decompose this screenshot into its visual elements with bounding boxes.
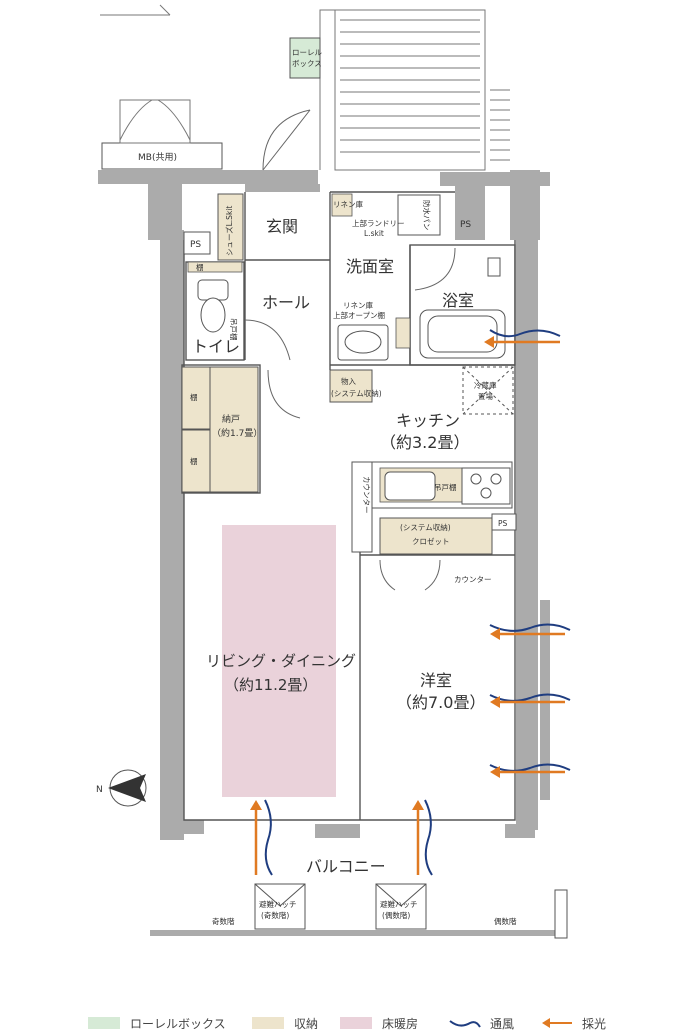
- balcony-label: バルコニー: [306, 857, 386, 876]
- odd-floor-label: 奇数階: [212, 916, 235, 926]
- colored-areas: [181, 37, 493, 797]
- linen-label: リネン庫: [333, 199, 363, 209]
- living-size: （約11.2畳）: [224, 676, 317, 694]
- floor-heating-swatch: [340, 1017, 372, 1029]
- ps-label-1: PS: [190, 240, 201, 250]
- toilet-shelf: [187, 261, 243, 273]
- hatch-right-1: 避難ハッチ: [380, 899, 418, 909]
- shelf-label-3: 棚: [190, 456, 198, 466]
- hatch-left-1: 避難ハッチ: [259, 899, 297, 909]
- mb-label: MB(共用): [138, 152, 177, 163]
- legend-wind-label: 通風: [490, 1016, 515, 1031]
- living-label: リビング・ダイニング: [206, 652, 356, 670]
- western-room-label: 洋室: [420, 671, 452, 690]
- legend-storage: 収納: [252, 1012, 318, 1034]
- ventilation-arrows: [264, 329, 571, 876]
- legend-light-label: 採光: [582, 1016, 607, 1031]
- hanging-shelf-2: 吊戸棚: [434, 482, 457, 492]
- storage-label-1: 物入: [341, 376, 356, 386]
- closet-storage-top: [181, 366, 211, 430]
- wardrobe-storage: [379, 517, 493, 555]
- kitchen-size: （約3.2畳）: [380, 433, 469, 452]
- washroom-label: 洗面室: [346, 257, 394, 276]
- bathroom-label: 浴室: [442, 291, 474, 310]
- legend-floor-heating: 床暖房: [340, 1012, 418, 1034]
- counter-label: カウンター: [454, 575, 492, 584]
- shelf-label-2: 棚: [190, 392, 198, 402]
- legend-floor-heating-label: 床暖房: [382, 1016, 419, 1031]
- legend-laurel-box: ローレルボックス: [88, 1012, 226, 1034]
- storage-label-2: (システム収納): [331, 388, 382, 398]
- closet-label: 納戸: [222, 413, 240, 425]
- hanging-shelf-1: 吊戸棚: [229, 318, 239, 341]
- hatch-right-2: (偶数階): [382, 910, 410, 920]
- floor-heating-area: [222, 525, 336, 797]
- legend-storage-label: 収納: [294, 1016, 319, 1031]
- legend-wind: 通風: [448, 1012, 514, 1034]
- fridge-label-1: 冷蔵庫: [474, 380, 497, 390]
- room-labels: 玄関 ホール トイレ 洗面室 浴室 キッチン （約3.2畳） リビング・ダイニン…: [96, 48, 517, 926]
- kitchen-label: キッチン: [396, 411, 460, 430]
- stairwell: [100, 4, 510, 171]
- fixtures: [150, 194, 568, 939]
- north-label: N: [96, 785, 103, 795]
- laurel-box: [289, 37, 321, 79]
- walls: [98, 170, 550, 840]
- linen-upper-1: リネン庫: [343, 300, 373, 310]
- legend: ローレルボックス 収納 床暖房 通風 採光: [0, 1012, 680, 1034]
- upper-laundry-1: 上部ランドリー: [352, 218, 405, 228]
- daylight-arrows: [250, 336, 565, 875]
- mb-box: [101, 99, 223, 170]
- upper-laundry-2: L.skit: [364, 229, 384, 238]
- linen-upper-2: 上部オープン棚: [333, 310, 385, 320]
- laurel-label-2: ボックス: [292, 59, 322, 68]
- toilet-label: トイレ: [192, 337, 240, 356]
- laurel-box-swatch: [88, 1017, 120, 1029]
- hatch-left-2: (奇数階): [261, 910, 289, 920]
- linen-upper-shelf: [395, 317, 411, 349]
- light-arrow-icon: [542, 1018, 572, 1028]
- hall-label: ホール: [262, 293, 310, 312]
- ps-label-3: PS: [498, 519, 508, 528]
- closet-wardrobe-label: クロゼット: [412, 536, 450, 546]
- even-floor-label: 偶数階: [494, 916, 517, 926]
- wind-icon: [449, 1020, 481, 1028]
- legend-light: 採光: [540, 1012, 606, 1034]
- closet-storage-main: [209, 366, 259, 493]
- laurel-label-1: ローレル: [292, 48, 322, 57]
- closet-size: （約1.7畳）: [212, 427, 262, 439]
- system-storage-label: (システム収納): [400, 522, 451, 532]
- shoes-closet: [217, 193, 244, 261]
- counter-vertical-label: カウンター: [362, 476, 371, 514]
- shelf-label-1: 棚: [196, 262, 204, 272]
- storage-system: [329, 369, 373, 403]
- legend-laurel-box-label: ローレルボックス: [130, 1016, 226, 1031]
- doors: [244, 109, 456, 591]
- linen-storage: [331, 193, 353, 217]
- entrance-label: 玄関: [266, 217, 298, 236]
- storage-swatch: [252, 1017, 284, 1029]
- north-compass: [108, 769, 147, 807]
- fire-door-label: 防水パン: [422, 200, 432, 230]
- fridge-label-2: 置場: [478, 391, 493, 401]
- ps-label-2: PS: [460, 220, 471, 230]
- western-room-size: （約7.0畳）: [396, 693, 485, 712]
- shoes-closet-label: シューズL.Skit: [224, 206, 234, 256]
